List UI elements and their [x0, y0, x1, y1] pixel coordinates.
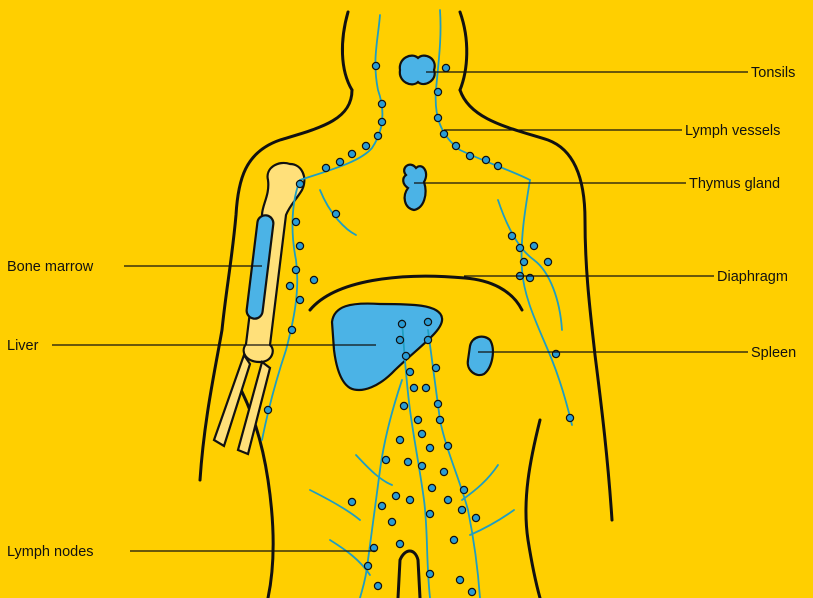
lymph-node	[452, 142, 459, 149]
lymph-node	[466, 152, 473, 159]
lymph-node	[544, 258, 551, 265]
lymph-node	[436, 416, 443, 423]
lymph-node	[460, 486, 467, 493]
lymph-node	[296, 296, 303, 303]
lymph-node	[378, 502, 385, 509]
lymph-node	[434, 88, 441, 95]
lymph-node	[378, 100, 385, 107]
lymph-node	[410, 384, 417, 391]
lymph-node	[398, 320, 405, 327]
lymph-node	[362, 142, 369, 149]
label-thymus-gland: Thymus gland	[689, 176, 780, 192]
lymph-node	[406, 496, 413, 503]
lymph-node	[422, 384, 429, 391]
lymph-node	[388, 518, 395, 525]
lymph-node	[286, 282, 293, 289]
lymph-node	[332, 210, 339, 217]
lymph-node	[440, 130, 447, 137]
label-diaphragm: Diaphragm	[717, 269, 788, 285]
lymph-node	[382, 456, 389, 463]
label-lymph-vessels: Lymph vessels	[685, 123, 780, 139]
lymph-node	[264, 406, 271, 413]
lymph-node	[472, 514, 479, 521]
label-spleen: Spleen	[751, 345, 796, 361]
lymph-node	[482, 156, 489, 163]
lymph-node	[424, 336, 431, 343]
lymph-node	[426, 444, 433, 451]
lymph-node	[426, 510, 433, 517]
lymph-node	[400, 402, 407, 409]
lymph-node	[378, 118, 385, 125]
lymph-node	[372, 62, 379, 69]
lymph-node	[508, 232, 515, 239]
lymph-node	[434, 114, 441, 121]
lymph-node	[404, 458, 411, 465]
lymph-node	[418, 430, 425, 437]
lymph-node	[468, 588, 475, 595]
lymph-node	[444, 496, 451, 503]
spleen-organ	[468, 337, 493, 375]
lymph-node	[530, 242, 537, 249]
lymph-node	[516, 244, 523, 251]
lymph-node	[396, 436, 403, 443]
lymph-node	[456, 576, 463, 583]
label-lymph-nodes: Lymph nodes	[7, 544, 94, 560]
lymph-node	[458, 506, 465, 513]
lymph-node	[566, 414, 573, 421]
lymph-node	[310, 276, 317, 283]
thymus-organ	[403, 165, 426, 210]
lymph-node	[434, 400, 441, 407]
lymph-node	[396, 336, 403, 343]
lymph-node	[348, 498, 355, 505]
lymph-node	[288, 326, 295, 333]
lymph-node	[450, 536, 457, 543]
lymph-node	[374, 132, 381, 139]
label-liver: Liver	[7, 338, 39, 354]
label-bone-marrow: Bone marrow	[7, 259, 94, 275]
lymph-node	[442, 64, 449, 71]
label-tonsils: Tonsils	[751, 65, 795, 81]
lymph-node	[494, 162, 501, 169]
lymph-node	[520, 258, 527, 265]
lymph-node	[432, 364, 439, 371]
lymph-node	[440, 468, 447, 475]
lymph-node	[414, 416, 421, 423]
lymph-node	[396, 540, 403, 547]
lymph-node	[426, 570, 433, 577]
lymph-node	[418, 462, 425, 469]
lymph-node	[292, 218, 299, 225]
tonsils-organ	[400, 56, 435, 85]
lymph-node	[364, 562, 371, 569]
lymph-node	[402, 352, 409, 359]
lymph-node	[392, 492, 399, 499]
lymph-node	[424, 318, 431, 325]
lymph-node	[296, 242, 303, 249]
lymph-node	[406, 368, 413, 375]
lymph-node	[444, 442, 451, 449]
lymph-node	[336, 158, 343, 165]
lymph-node	[322, 164, 329, 171]
lymph-node	[292, 266, 299, 273]
lymph-node	[428, 484, 435, 491]
lymph-node	[348, 150, 355, 157]
lymph-node	[374, 582, 381, 589]
lymph-node	[296, 180, 303, 187]
